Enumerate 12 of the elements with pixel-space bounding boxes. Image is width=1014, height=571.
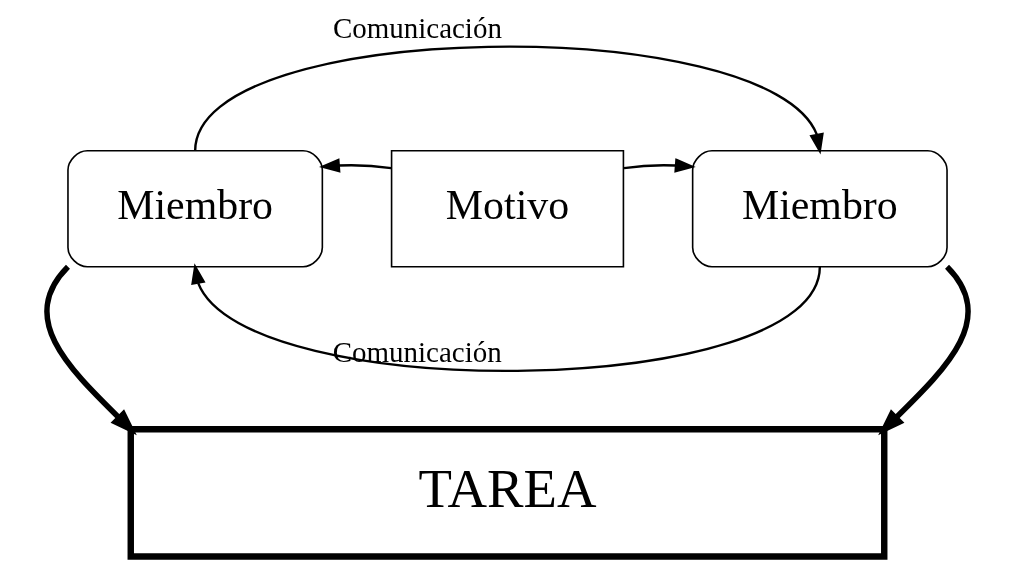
arrow bbox=[623, 158, 696, 173]
node-box: TAREA bbox=[127, 426, 887, 560]
edge-label: Comunicación bbox=[332, 335, 502, 368]
edge-label: Comunicación bbox=[332, 11, 502, 44]
node-box: Motivo bbox=[390, 150, 624, 268]
arrow bbox=[190, 263, 821, 372]
node-box: Miembro bbox=[66, 150, 323, 268]
arrow bbox=[318, 158, 391, 173]
arrow bbox=[43, 264, 137, 436]
arrow bbox=[193, 45, 824, 155]
arrow bbox=[877, 264, 971, 436]
node-box: Miembro bbox=[691, 150, 948, 268]
